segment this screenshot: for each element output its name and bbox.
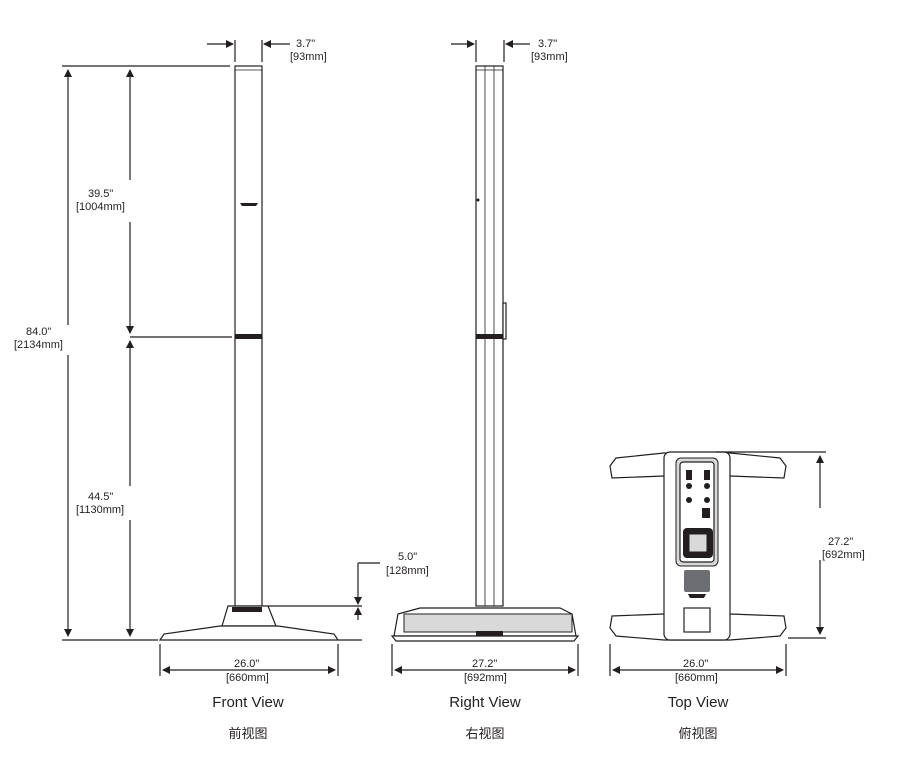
front-base-width-imperial: 26.0" [234,658,259,670]
front-width-imperial: 3.7" [296,38,315,50]
top-width-imperial: 26.0" [683,658,708,670]
lower-height-metric: [1130mm] [76,504,124,516]
base-height-metric: [128mm] [386,565,429,577]
total-height-imperial: 84.0" [26,326,51,338]
top-width-metric: [660mm] [675,672,718,684]
right-width-metric: [93mm] [531,51,568,63]
bose-logo-top [688,594,706,598]
right-view-caption-cn: 右视图 [465,727,504,742]
upper-height-metric: [1004mm] [76,201,125,213]
top-view-caption-cn: 俯视图 [678,726,717,742]
lower-height-imperial: 44.5" [88,491,113,503]
front-view-drawing [62,40,380,676]
front-view-caption-cn: 前视图 [228,726,267,742]
top-depth-metric: [692mm] [822,549,865,561]
top-view-caption: Top View [668,694,729,711]
top-view-drawing [609,451,826,676]
front-view-caption: Front View [212,694,284,711]
front-base-width-metric: [660mm] [226,672,269,684]
right-base-width-imperial: 27.2" [472,658,497,670]
right-view-caption: Right View [449,694,521,711]
upper-height-imperial: 39.5" [88,188,113,200]
front-width-metric: [93mm] [290,51,327,63]
base-height-imperial: 5.0" [398,551,417,563]
top-depth-imperial: 27.2" [828,536,853,548]
right-base-width-metric: [692mm] [464,672,507,684]
right-view-drawing [390,40,580,676]
total-height-metric: [2134mm] [14,339,63,351]
bose-logo-front [240,203,258,206]
right-width-imperial: 3.7" [538,38,557,50]
